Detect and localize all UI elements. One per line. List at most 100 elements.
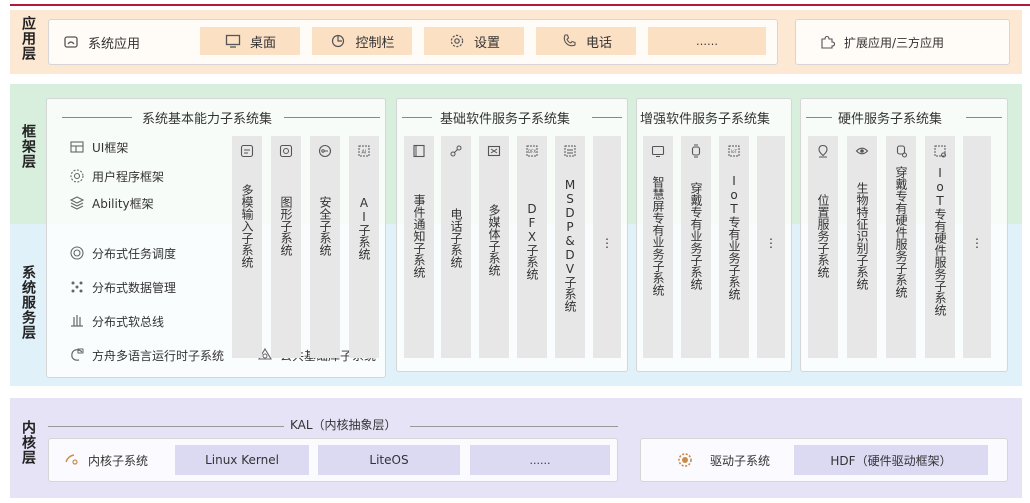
system-app-icon [62,33,80,51]
subsystem-column: 穿戴专有硬件服务子系统 [886,136,916,358]
column-label: 多媒体子系统 [487,204,501,276]
software-section-title: 基础软件服务子系统集 [440,112,571,127]
data-management-item: 分布式数据管理 [68,278,176,296]
svg-text:IoT: IoT [731,149,738,154]
ability-framework-label: Ability框架 [92,196,154,211]
security-key-icon [318,144,332,158]
msdp-icon [564,145,576,157]
hdf-item[interactable]: HDF（硬件驱动框架） [794,445,988,475]
subsystem-column: 位置服务子系统 [808,136,838,358]
wearable-hardware-icon [896,145,907,158]
biometric-eye-icon [855,147,869,155]
ability-icon [68,194,86,212]
liteos-item[interactable]: LiteOS [318,445,460,475]
user-program-item: 用户程序框架 [68,167,164,185]
column-label: ⋮ [600,236,614,250]
extension-puzzle-icon [818,33,836,51]
ark-runtime-item: 方舟多语言运行时子系统 [68,346,224,364]
app-item-label: 控制栏 [355,35,395,51]
app-item-system-app[interactable]: 系统应用 [62,30,140,54]
ai-chip-icon: AI [358,145,370,157]
column-label: ⋮ [764,236,778,250]
column-label: 位置服务子系统 [816,194,830,278]
control-bar-icon [329,32,347,50]
subsystem-column-more: ⋮ [593,136,621,358]
task-schedule-item: 分布式任务调度 [68,244,176,262]
graphics-icon [279,144,293,158]
app-item-settings[interactable]: 设置 [424,27,524,55]
column-label: 安全子系统 [318,196,332,256]
app-item-control-bar[interactable]: 控制栏 [312,27,412,55]
user-program-icon [68,167,86,185]
ark-runtime-label: 方舟多语言运行时子系统 [92,348,225,363]
iot-hardware-icon [934,145,946,158]
app-item-label: 系统应用 [88,36,141,52]
app-item-label: …… [696,34,718,48]
software-title-line-right [592,117,622,118]
subsystem-column-more: ⋮ [963,136,991,358]
subsystem-column: 智慧屏专有业务子系统 [643,136,673,358]
kal-label: KAL（内核抽象层） [290,418,397,432]
linux-kernel-item[interactable]: Linux Kernel [175,445,309,475]
svg-text:AI: AI [362,150,367,156]
app-item-label: 扩展应用/三方应用 [844,35,945,50]
subsystem-column: 多媒体子系统 [479,136,509,358]
soft-bus-icon [68,312,86,330]
task-schedule-label: 分布式任务调度 [92,246,177,261]
app-item-label: 电话 [585,35,612,51]
soft-bus-label: 分布式软总线 [92,314,165,329]
subsystem-column: MSDP&DV子系统 [555,136,585,358]
smart-screen-icon [651,145,665,157]
column-label: AI子系统 [357,196,371,260]
subsystem-column: AI AI子系统 [349,136,379,358]
column-label: 穿戴专有硬件服务子系统 [894,166,908,298]
event-notify-icon [413,144,425,158]
column-label: 图形子系统 [279,196,293,256]
column-label: DFX子系统 [525,202,539,280]
linux-kernel-label: Linux Kernel [205,453,279,467]
ui-framework-icon [68,138,86,156]
column-label: 智慧屏专有业务子系统 [651,176,665,296]
basic-software-box [396,98,628,372]
telephony-icon [450,145,462,157]
kal-line-left [48,426,284,427]
app-box-extension [795,19,1010,65]
subsystem-column: 图形子系统 [271,136,301,358]
subsystem-column: 生物特征识别子系统 [847,136,877,358]
column-label: ⋮ [970,236,984,250]
ability-framework-item: Ability框架 [68,194,154,212]
settings-gear-icon [448,32,466,50]
column-label: 生物特征识别子系统 [855,182,869,290]
app-item-label: 设置 [473,35,500,51]
app-item-label: 桌面 [249,35,276,51]
column-label: IoT专有硬件服务子系统 [933,166,947,316]
driver-subsystem-label: 驱动子系统 [710,453,771,468]
location-icon [818,144,828,158]
top-accent-line [10,4,1030,6]
kernel-icon [62,451,80,469]
app-item-phone[interactable]: 电话 [536,27,636,55]
kernel-layer-label: 内核层 [20,420,36,465]
soft-bus-item: 分布式软总线 [68,312,164,330]
phone-icon [560,32,578,50]
kernel-subsystem-item: 内核子系统 [62,449,148,471]
subsystem-column-more: ⋮ [757,136,785,358]
data-management-label: 分布式数据管理 [92,280,177,295]
user-program-label: 用户程序框架 [92,169,165,184]
subsystem-column: 电话子系统 [441,136,471,358]
subsystem-column: DFX DFX子系统 [517,136,547,358]
ui-framework-label: UI框架 [92,140,129,155]
task-schedule-icon [68,244,86,262]
system-service-layer-label: 系统服务层 [20,265,36,340]
driver-gear-icon [676,451,694,469]
multimodal-input-icon [240,144,254,158]
hardware-title-line-left [806,117,832,118]
column-label: MSDP&DV子系统 [563,178,577,312]
kernel-more-item[interactable]: ...... [470,445,610,475]
ui-framework-item: UI框架 [68,138,128,156]
wearable-icon [691,144,701,158]
app-item-more[interactable]: …… [648,27,766,55]
app-item-desktop[interactable]: 桌面 [200,27,300,55]
app-item-extension[interactable]: 扩展应用/三方应用 [818,30,944,54]
data-management-icon [68,278,86,296]
